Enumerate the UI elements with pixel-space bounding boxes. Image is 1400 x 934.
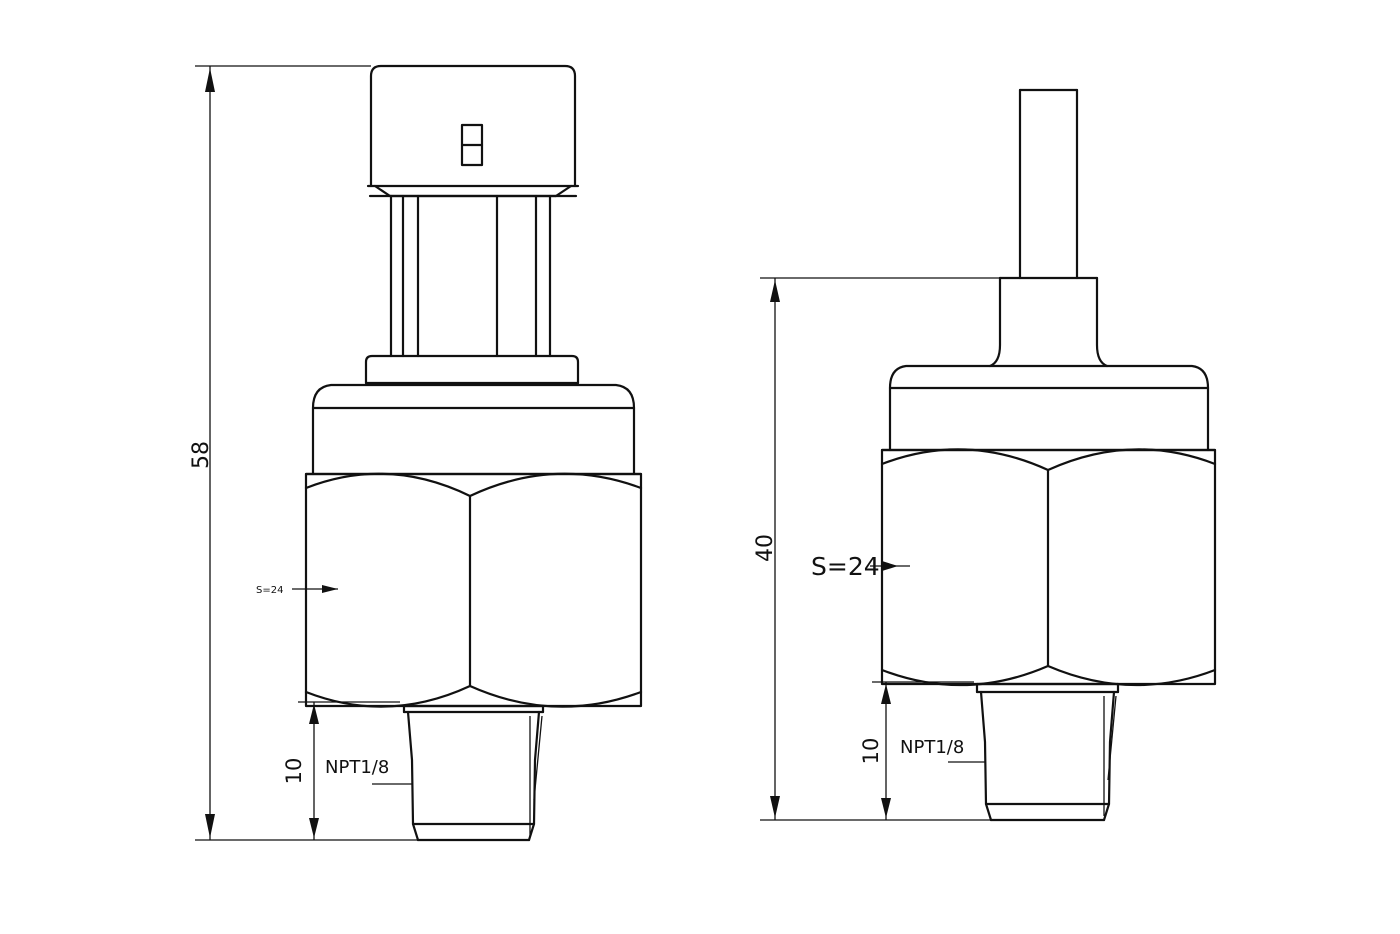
connector-head — [366, 64, 580, 198]
thread-height-label: 10 — [282, 758, 306, 785]
thread-height-label-right: 10 — [859, 738, 883, 765]
thread-spec-label-right: NPT1/8 — [900, 737, 964, 758]
body-cap-right — [880, 364, 1217, 452]
threaded-port-right — [975, 682, 1120, 822]
hex-size-label-right: S=24 — [811, 552, 880, 581]
pin-column — [364, 194, 580, 385]
body-cap — [304, 383, 643, 476]
overall-height-label: 58 — [189, 441, 214, 469]
thread-spec-label: NPT1/8 — [325, 757, 389, 778]
hex-size-label: S=24 — [256, 585, 283, 596]
overall-height-label-right: 40 — [753, 534, 778, 562]
cable — [1018, 88, 1079, 280]
hex-nut-right — [880, 448, 1217, 687]
left-sensor-view: 58 10 S=24 NPT1/8 — [189, 64, 643, 842]
right-dimensions — [760, 277, 1000, 821]
hex-nut — [304, 472, 643, 708]
threaded-port — [402, 704, 545, 842]
left-dimensions — [195, 65, 418, 841]
right-sensor-view: 40 10 S=24 NPT1/8 — [753, 88, 1217, 822]
cable-gland — [988, 276, 1109, 368]
